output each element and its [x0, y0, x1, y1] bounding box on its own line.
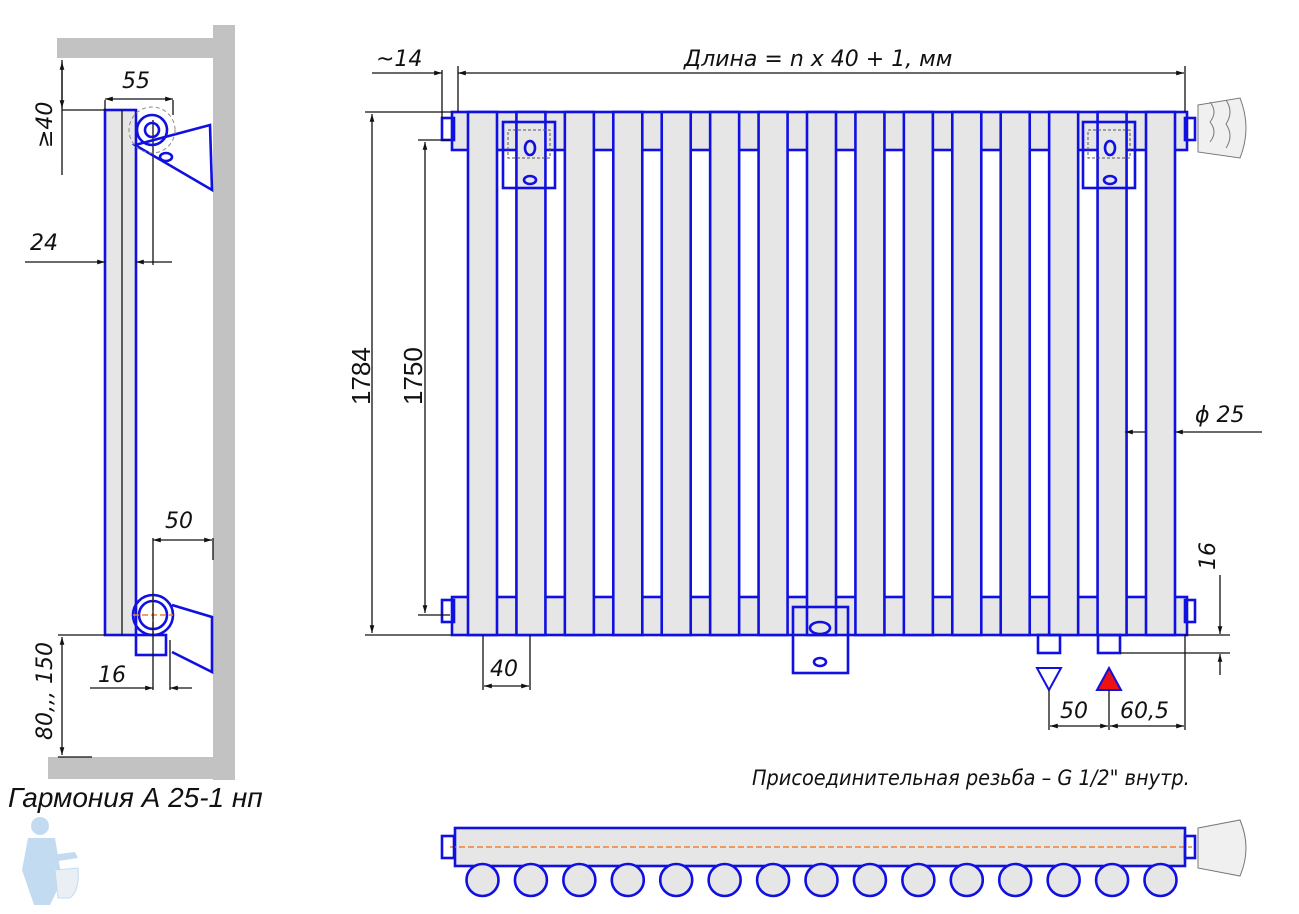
return-connection [1036, 633, 1062, 655]
dim-offset: ~14 [376, 47, 422, 72]
wall-bracket-left [501, 120, 557, 190]
dim-16: 16 [98, 663, 126, 688]
ceiling [57, 38, 217, 58]
section-top-circle [610, 862, 646, 898]
radiator-section [1096, 110, 1128, 637]
section-top-circle [804, 862, 839, 898]
radiator-section [515, 110, 547, 637]
radiator-section [1047, 110, 1080, 637]
section-top-circle [562, 862, 597, 898]
section-top-circle [465, 862, 500, 898]
return-arrow-icon [1035, 667, 1063, 693]
section-top-circle [755, 862, 791, 898]
section-top-circle [1046, 862, 1081, 898]
wall-bracket-right [1081, 120, 1137, 190]
thermostat-head-top-icon [1197, 819, 1247, 877]
supply-arrow-icon [1095, 665, 1123, 691]
dim-50: 50 [165, 509, 193, 534]
thermostat-head-icon [1197, 97, 1247, 159]
section-top-circle [513, 862, 549, 898]
radiator-section [950, 110, 983, 637]
radiator-section [708, 110, 741, 637]
top-bracket [131, 123, 214, 193]
side-view: ≥40 55 24 50 16 80,,, 150 [25, 25, 235, 780]
radiator-section [805, 110, 838, 637]
radiator-section [902, 110, 935, 637]
bottom-plug [440, 598, 456, 624]
section-top-circle [1094, 862, 1130, 898]
radiator-section [466, 110, 499, 637]
model-title: Гармония А 25-1 нп [8, 782, 263, 813]
dim-40: 40 [490, 657, 518, 682]
dim-length: Длина = n x 40 + 1, мм [683, 47, 952, 72]
dim-height-axis: 1750 [398, 347, 428, 405]
plumber-logo [22, 817, 79, 905]
radiator-section [854, 110, 886, 637]
section-top-circle [1143, 862, 1178, 898]
valve-icon [135, 113, 169, 147]
radiator-section [611, 110, 644, 637]
dim-60-5: 60,5 [1120, 699, 1169, 724]
wall [213, 25, 235, 780]
floor [48, 757, 235, 779]
valve-outline [128, 106, 176, 154]
dim-50-right: 50 [1060, 699, 1088, 724]
tube-sections-top [465, 862, 1178, 898]
radiator-side-profile [103, 108, 138, 637]
top-view [440, 819, 1247, 898]
radiator-section [563, 110, 596, 637]
section-top-circle [658, 862, 694, 898]
sections [466, 110, 1177, 637]
section-top-circle [997, 862, 1033, 898]
dim-24: 24 [30, 231, 58, 256]
dim-top-gap: ≥40 [33, 102, 58, 148]
section-top-circle [852, 862, 888, 898]
radiator-section [757, 110, 789, 637]
dim-diameter: ϕ 25 [1195, 403, 1245, 428]
dim-16-right: 16 [1196, 542, 1221, 570]
section-top-circle [949, 862, 985, 898]
dim-depth: 55 [122, 69, 150, 94]
radiator-section [660, 110, 693, 637]
supply-connection [1096, 633, 1122, 655]
section-top-circle [901, 862, 936, 898]
radiator-section [1144, 110, 1177, 637]
dim-floor: 80,,, 150 [33, 642, 58, 740]
section-top-circle [707, 862, 742, 898]
dim-height-total: 1784 [346, 347, 376, 405]
thread-note: Присоединительная резьба – G 1/2" внутр. [752, 766, 1190, 790]
radiator-section [999, 110, 1032, 637]
floor-bracket [791, 605, 850, 675]
front-view: Длина = n x 40 + 1, мм ~14 1784 1750 ϕ 2… [346, 47, 1262, 730]
